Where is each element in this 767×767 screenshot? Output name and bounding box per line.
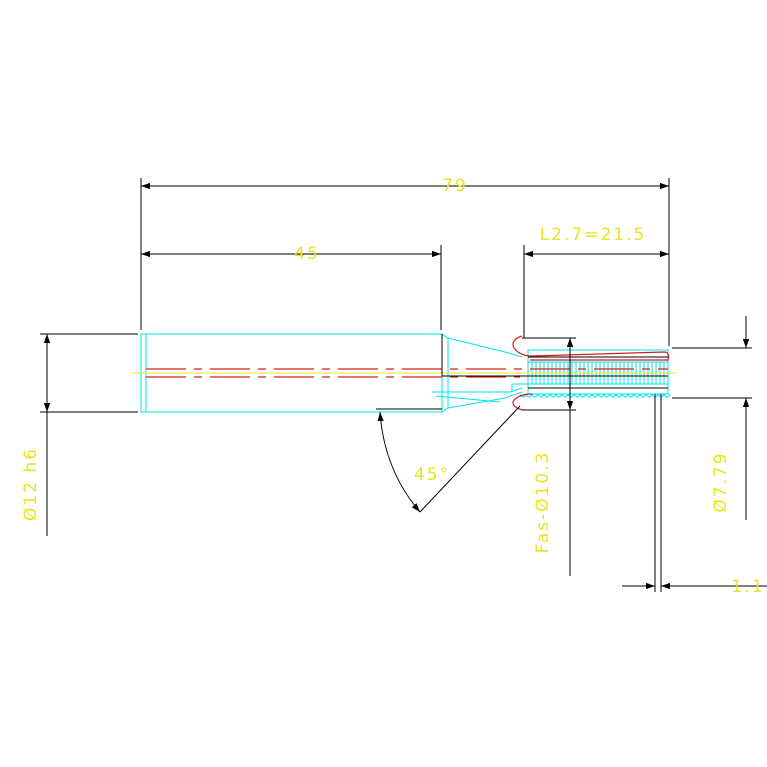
label-chamfer-diameter: Fas-Ø10.3 xyxy=(533,451,553,554)
label-end-offset: 1.1 xyxy=(731,577,764,597)
label-shank-length: 45 xyxy=(294,244,320,264)
label-chamfer-angle: 45° xyxy=(414,465,450,485)
label-overall-length: 79 xyxy=(442,176,468,196)
chamfer-taper xyxy=(441,333,523,413)
dimension-lines xyxy=(40,178,767,592)
label-thread-length: L2.7=21.5 xyxy=(540,225,647,245)
centerline xyxy=(146,368,668,378)
thread-crest xyxy=(519,392,671,398)
dim-chamfer-angle xyxy=(377,411,421,513)
chamfer-highlight xyxy=(512,335,670,411)
label-thread-diameter: Ø7.79 xyxy=(711,451,731,512)
label-shank-diameter: Ø12 h6 xyxy=(21,447,41,521)
inner-edges xyxy=(441,334,668,389)
